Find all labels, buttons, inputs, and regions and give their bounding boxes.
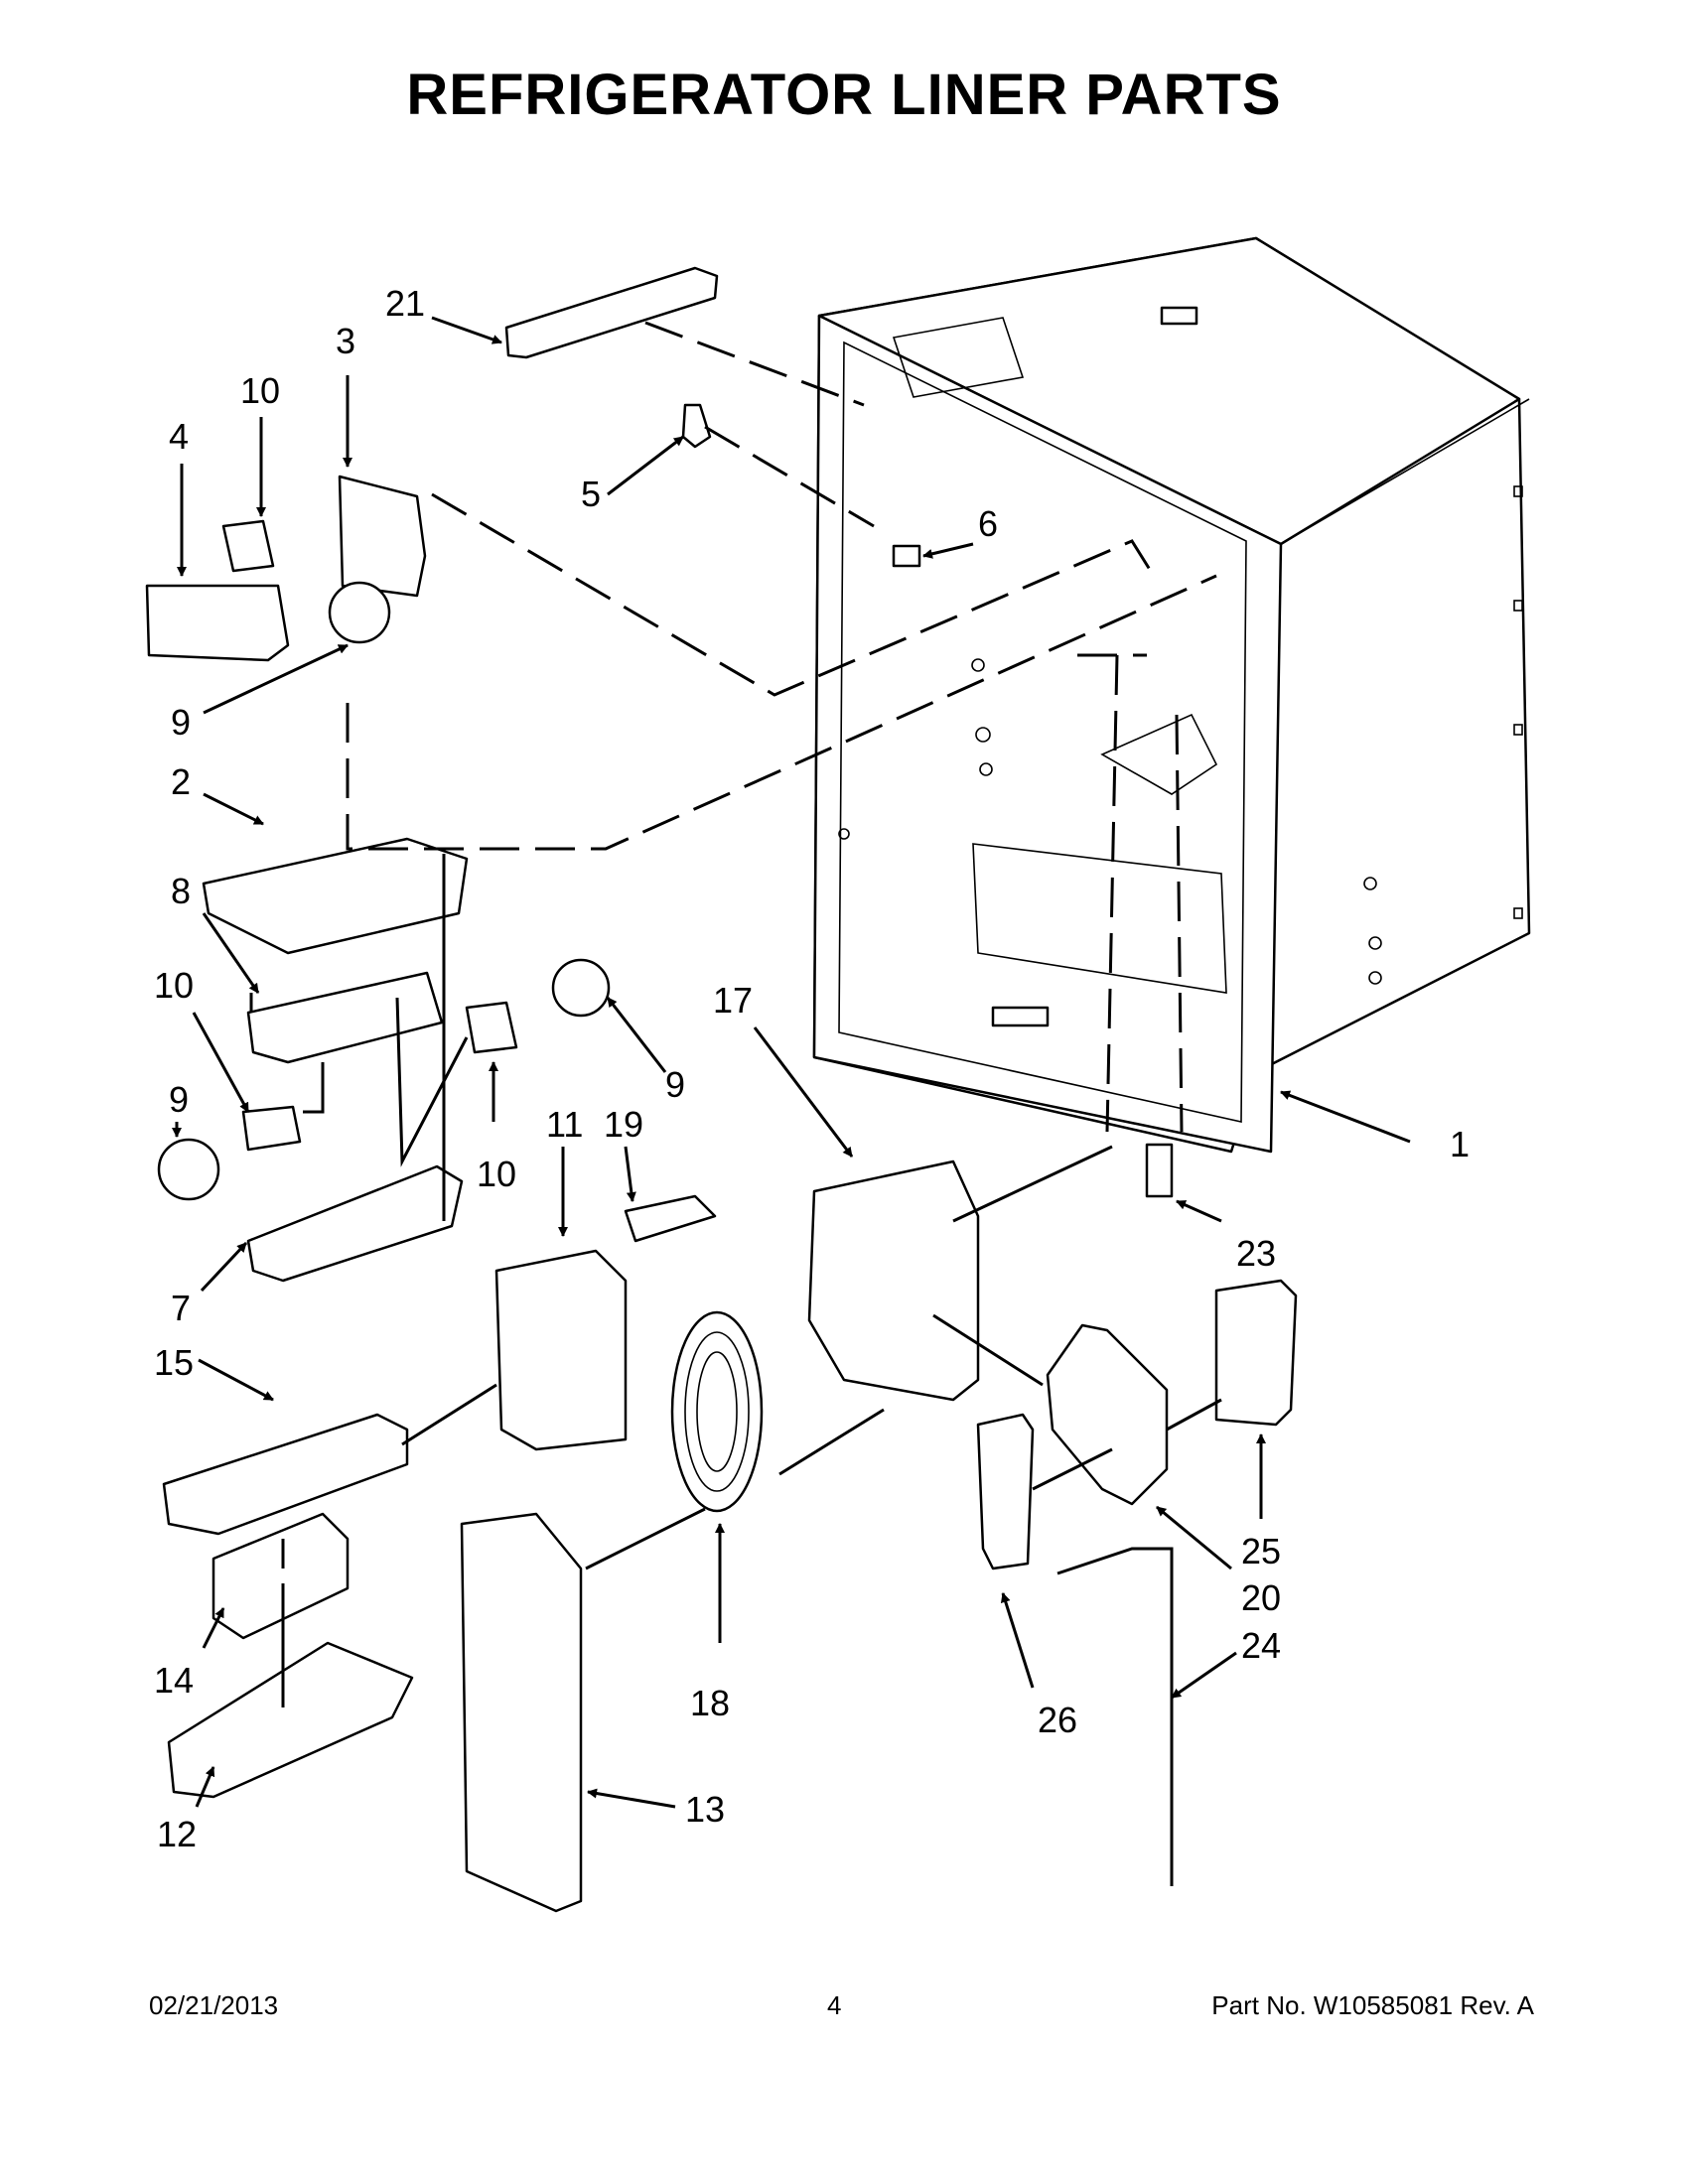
part-18-tubing-coil bbox=[670, 1310, 764, 1513]
callout-9-mid: 9 bbox=[665, 1064, 685, 1105]
callout-3: 3 bbox=[336, 321, 355, 361]
footer-part-number: Part No. W10585081 Rev. A bbox=[1211, 1990, 1534, 2020]
part-17-dispenser-housing bbox=[807, 1160, 980, 1402]
callout-9-top: 9 bbox=[171, 702, 191, 743]
callout-7: 7 bbox=[171, 1288, 191, 1328]
part-21-top-cover bbox=[504, 266, 719, 359]
footer-date: 02/21/2013 bbox=[149, 1990, 279, 2020]
part-10-socket-mid bbox=[465, 1001, 518, 1054]
footer-page-number: 4 bbox=[827, 1990, 842, 2020]
part-20-water-valve bbox=[1046, 1323, 1169, 1506]
callout-10-mid: 10 bbox=[477, 1154, 516, 1194]
callout-11: 11 bbox=[546, 1104, 583, 1145]
callout-20: 20 bbox=[1241, 1577, 1281, 1618]
callout-13: 13 bbox=[685, 1789, 725, 1830]
callout-19: 19 bbox=[604, 1104, 643, 1145]
callout-1: 1 bbox=[1450, 1124, 1470, 1164]
callout-4: 4 bbox=[169, 416, 189, 457]
callout-arrows bbox=[172, 316, 1411, 1809]
callout-9-left: 9 bbox=[169, 1079, 189, 1120]
alignment-lines bbox=[249, 321, 1222, 1707]
callout-21: 21 bbox=[385, 283, 425, 324]
part-19-sensor bbox=[624, 1194, 717, 1243]
part-13-trim-panel bbox=[460, 1512, 583, 1913]
part-9-bulb-low bbox=[157, 1138, 220, 1201]
callout-8: 8 bbox=[171, 871, 191, 911]
part-6-bracket bbox=[892, 544, 921, 568]
part-3-label bbox=[338, 475, 427, 598]
callout-6: 6 bbox=[978, 503, 998, 544]
callout-5: 5 bbox=[581, 474, 601, 514]
callout-23: 23 bbox=[1236, 1233, 1276, 1274]
part-5-clip bbox=[681, 403, 712, 449]
part-26-cover bbox=[976, 1413, 1035, 1570]
part-9-bulb-mid bbox=[551, 958, 611, 1018]
part-15-filter-head bbox=[162, 1413, 409, 1536]
part-1-liner bbox=[812, 236, 1531, 1154]
part-25-bracket bbox=[1214, 1279, 1298, 1427]
part-14-filter bbox=[211, 1512, 350, 1640]
callout-15: 15 bbox=[154, 1342, 194, 1383]
callout-26: 26 bbox=[1038, 1700, 1077, 1740]
part-11-duct bbox=[494, 1249, 628, 1451]
callout-12: 12 bbox=[157, 1814, 197, 1854]
part-7-lens bbox=[246, 1164, 464, 1283]
callout-10-left: 10 bbox=[154, 965, 194, 1006]
callout-10-top: 10 bbox=[240, 370, 280, 411]
callout-25: 25 bbox=[1241, 1531, 1281, 1571]
callout-2: 2 bbox=[171, 761, 191, 802]
part-24-water-tube bbox=[1056, 1547, 1174, 1886]
callout-17: 17 bbox=[713, 980, 753, 1021]
callout-labels: 21 3 10 4 5 6 9 2 8 10 9 9 17 19 11 10 1… bbox=[154, 283, 1470, 1854]
part-9-bulb-top bbox=[328, 581, 391, 644]
part-4-lens bbox=[145, 584, 290, 662]
part-10-socket-low bbox=[241, 1105, 302, 1152]
part-23-switch bbox=[1145, 1143, 1174, 1198]
callout-18: 18 bbox=[690, 1683, 730, 1723]
callout-14: 14 bbox=[154, 1660, 194, 1701]
part-2-housing bbox=[202, 837, 469, 955]
part-8-reflector bbox=[246, 971, 444, 1064]
page-title: REFRIGERATOR LINER PARTS bbox=[406, 63, 1282, 127]
callout-24: 24 bbox=[1241, 1625, 1281, 1666]
part-12-filter-door bbox=[167, 1641, 414, 1799]
part-10-socket-top bbox=[221, 519, 275, 573]
